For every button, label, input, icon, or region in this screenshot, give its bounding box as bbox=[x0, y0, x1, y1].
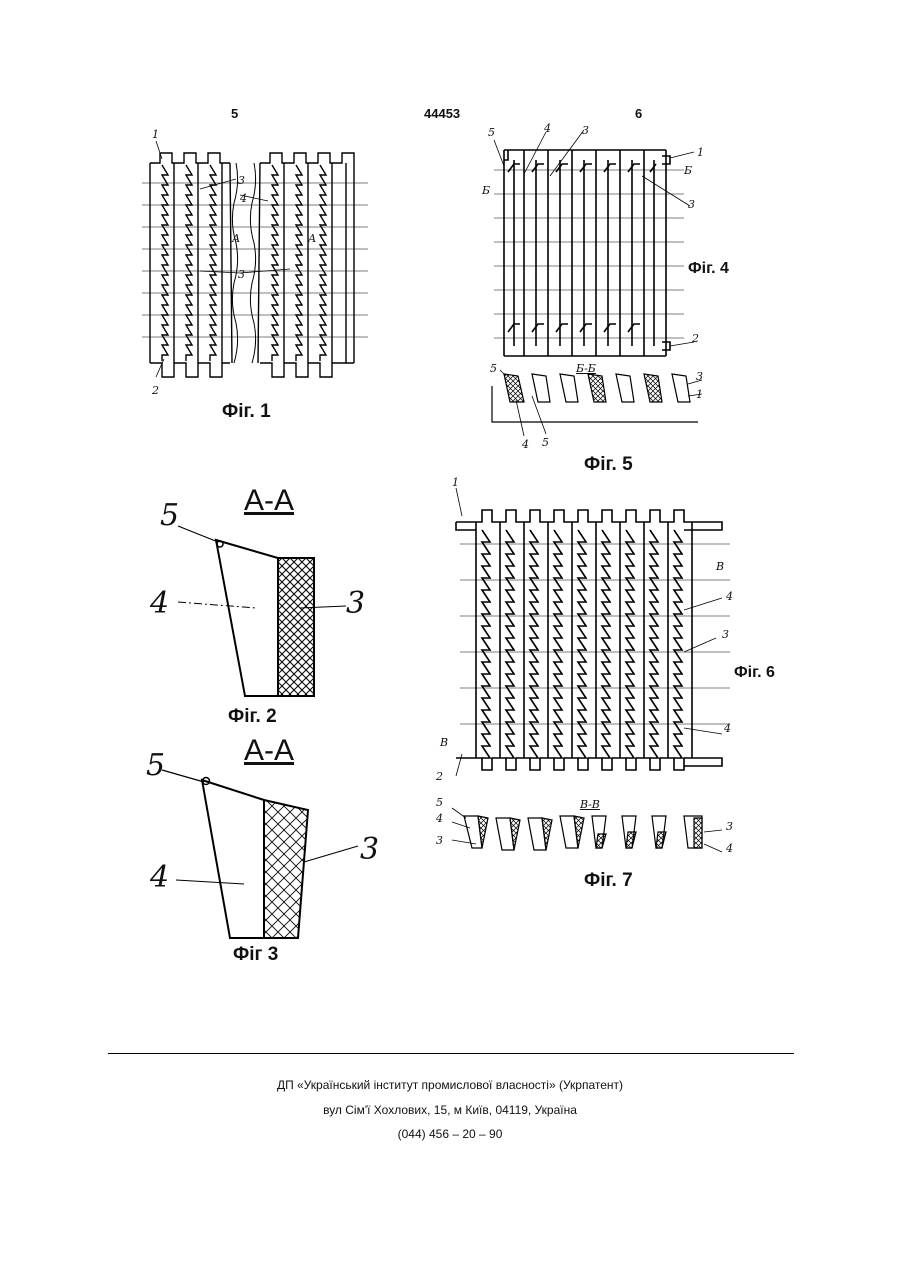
figure-4-drawing bbox=[494, 146, 684, 361]
figure-3-drawing bbox=[140, 770, 390, 940]
figure-5-drawing bbox=[488, 366, 708, 436]
fig5-label-5: 5 bbox=[490, 362, 497, 375]
fig3-label-4: 4 bbox=[150, 860, 169, 895]
fig3-caption: Фіг 3 bbox=[233, 944, 278, 966]
fig2-label-4: 4 bbox=[150, 586, 169, 621]
fig1-section-a-right: А bbox=[308, 232, 316, 245]
fig5-label-1: 1 bbox=[696, 388, 703, 401]
fig4-section-b-right: Б bbox=[684, 164, 692, 177]
fig4-label-1: 1 bbox=[697, 146, 704, 159]
fig7-label-4: 4 bbox=[436, 812, 443, 825]
fig1-label-2: 2 bbox=[152, 384, 159, 397]
fig4-section-b-left: Б bbox=[482, 184, 490, 197]
page-number-left: 5 bbox=[231, 106, 238, 121]
fig7-caption: Фіг. 7 bbox=[584, 870, 633, 892]
fig4-label-3: 3 bbox=[582, 124, 589, 137]
fig5-caption: Фіг. 5 bbox=[584, 454, 633, 476]
fig7-label-4b: 4 bbox=[726, 842, 733, 855]
fig6-label-1: 1 bbox=[452, 476, 459, 489]
fig1-label-1: 1 bbox=[152, 128, 159, 141]
fig3-label-3: 3 bbox=[360, 832, 379, 867]
fig1-label-4: 4 bbox=[240, 192, 247, 205]
fig2-section-label: А-А bbox=[244, 484, 294, 518]
fig3-label-5: 5 bbox=[146, 748, 165, 783]
fig6-caption: Фіг. 6 bbox=[734, 664, 775, 682]
fig3-section-label: А-А bbox=[244, 734, 294, 768]
fig4-label-5: 5 bbox=[488, 126, 495, 139]
fig6-section-b-left: В bbox=[440, 736, 448, 749]
fig4-label-2: 2 bbox=[692, 332, 699, 345]
footer-organization: ДП «Український інститут промислової вла… bbox=[0, 1078, 900, 1092]
fig6-section-b-right: В bbox=[716, 560, 724, 573]
fig6-label-3: 3 bbox=[722, 628, 729, 641]
fig4-label-4: 4 bbox=[544, 122, 551, 135]
fig2-label-5: 5 bbox=[160, 498, 179, 533]
fig1-section-a-left: А bbox=[232, 232, 240, 245]
fig4-label-3b: 3 bbox=[688, 198, 695, 211]
fig5-label-5b: 5 bbox=[542, 436, 549, 449]
fig6-label-4a: 4 bbox=[726, 590, 733, 603]
fig7-label-5: 5 bbox=[436, 796, 443, 809]
fig2-label-3: 3 bbox=[346, 586, 365, 621]
patent-number: 44453 bbox=[424, 106, 460, 121]
fig7-label-3: 3 bbox=[436, 834, 443, 847]
fig5-label-4: 4 bbox=[522, 438, 529, 451]
fig1-label-3b: 3 bbox=[238, 268, 245, 281]
fig1-label-3a: 3 bbox=[238, 174, 245, 187]
footer-divider bbox=[108, 1053, 794, 1054]
fig7-label-3b: 3 bbox=[726, 820, 733, 833]
footer-address: вул Сім'ї Хохлових, 15, м Київ, 04119, У… bbox=[0, 1103, 900, 1117]
fig6-label-4b: 4 bbox=[724, 722, 731, 735]
fig1-caption: Фіг. 1 bbox=[222, 401, 271, 423]
footer-phone: (044) 456 – 20 – 90 bbox=[0, 1127, 900, 1141]
figure-1-drawing bbox=[140, 145, 370, 390]
figure-7-drawing bbox=[456, 808, 726, 864]
fig6-label-2: 2 bbox=[436, 770, 443, 783]
page-number-right: 6 bbox=[635, 106, 642, 121]
figure-6-drawing bbox=[452, 496, 732, 782]
fig4-caption: Фіг. 4 bbox=[688, 260, 729, 278]
fig2-caption: Фіг. 2 bbox=[228, 706, 277, 728]
fig5-label-3: 3 bbox=[696, 370, 703, 383]
